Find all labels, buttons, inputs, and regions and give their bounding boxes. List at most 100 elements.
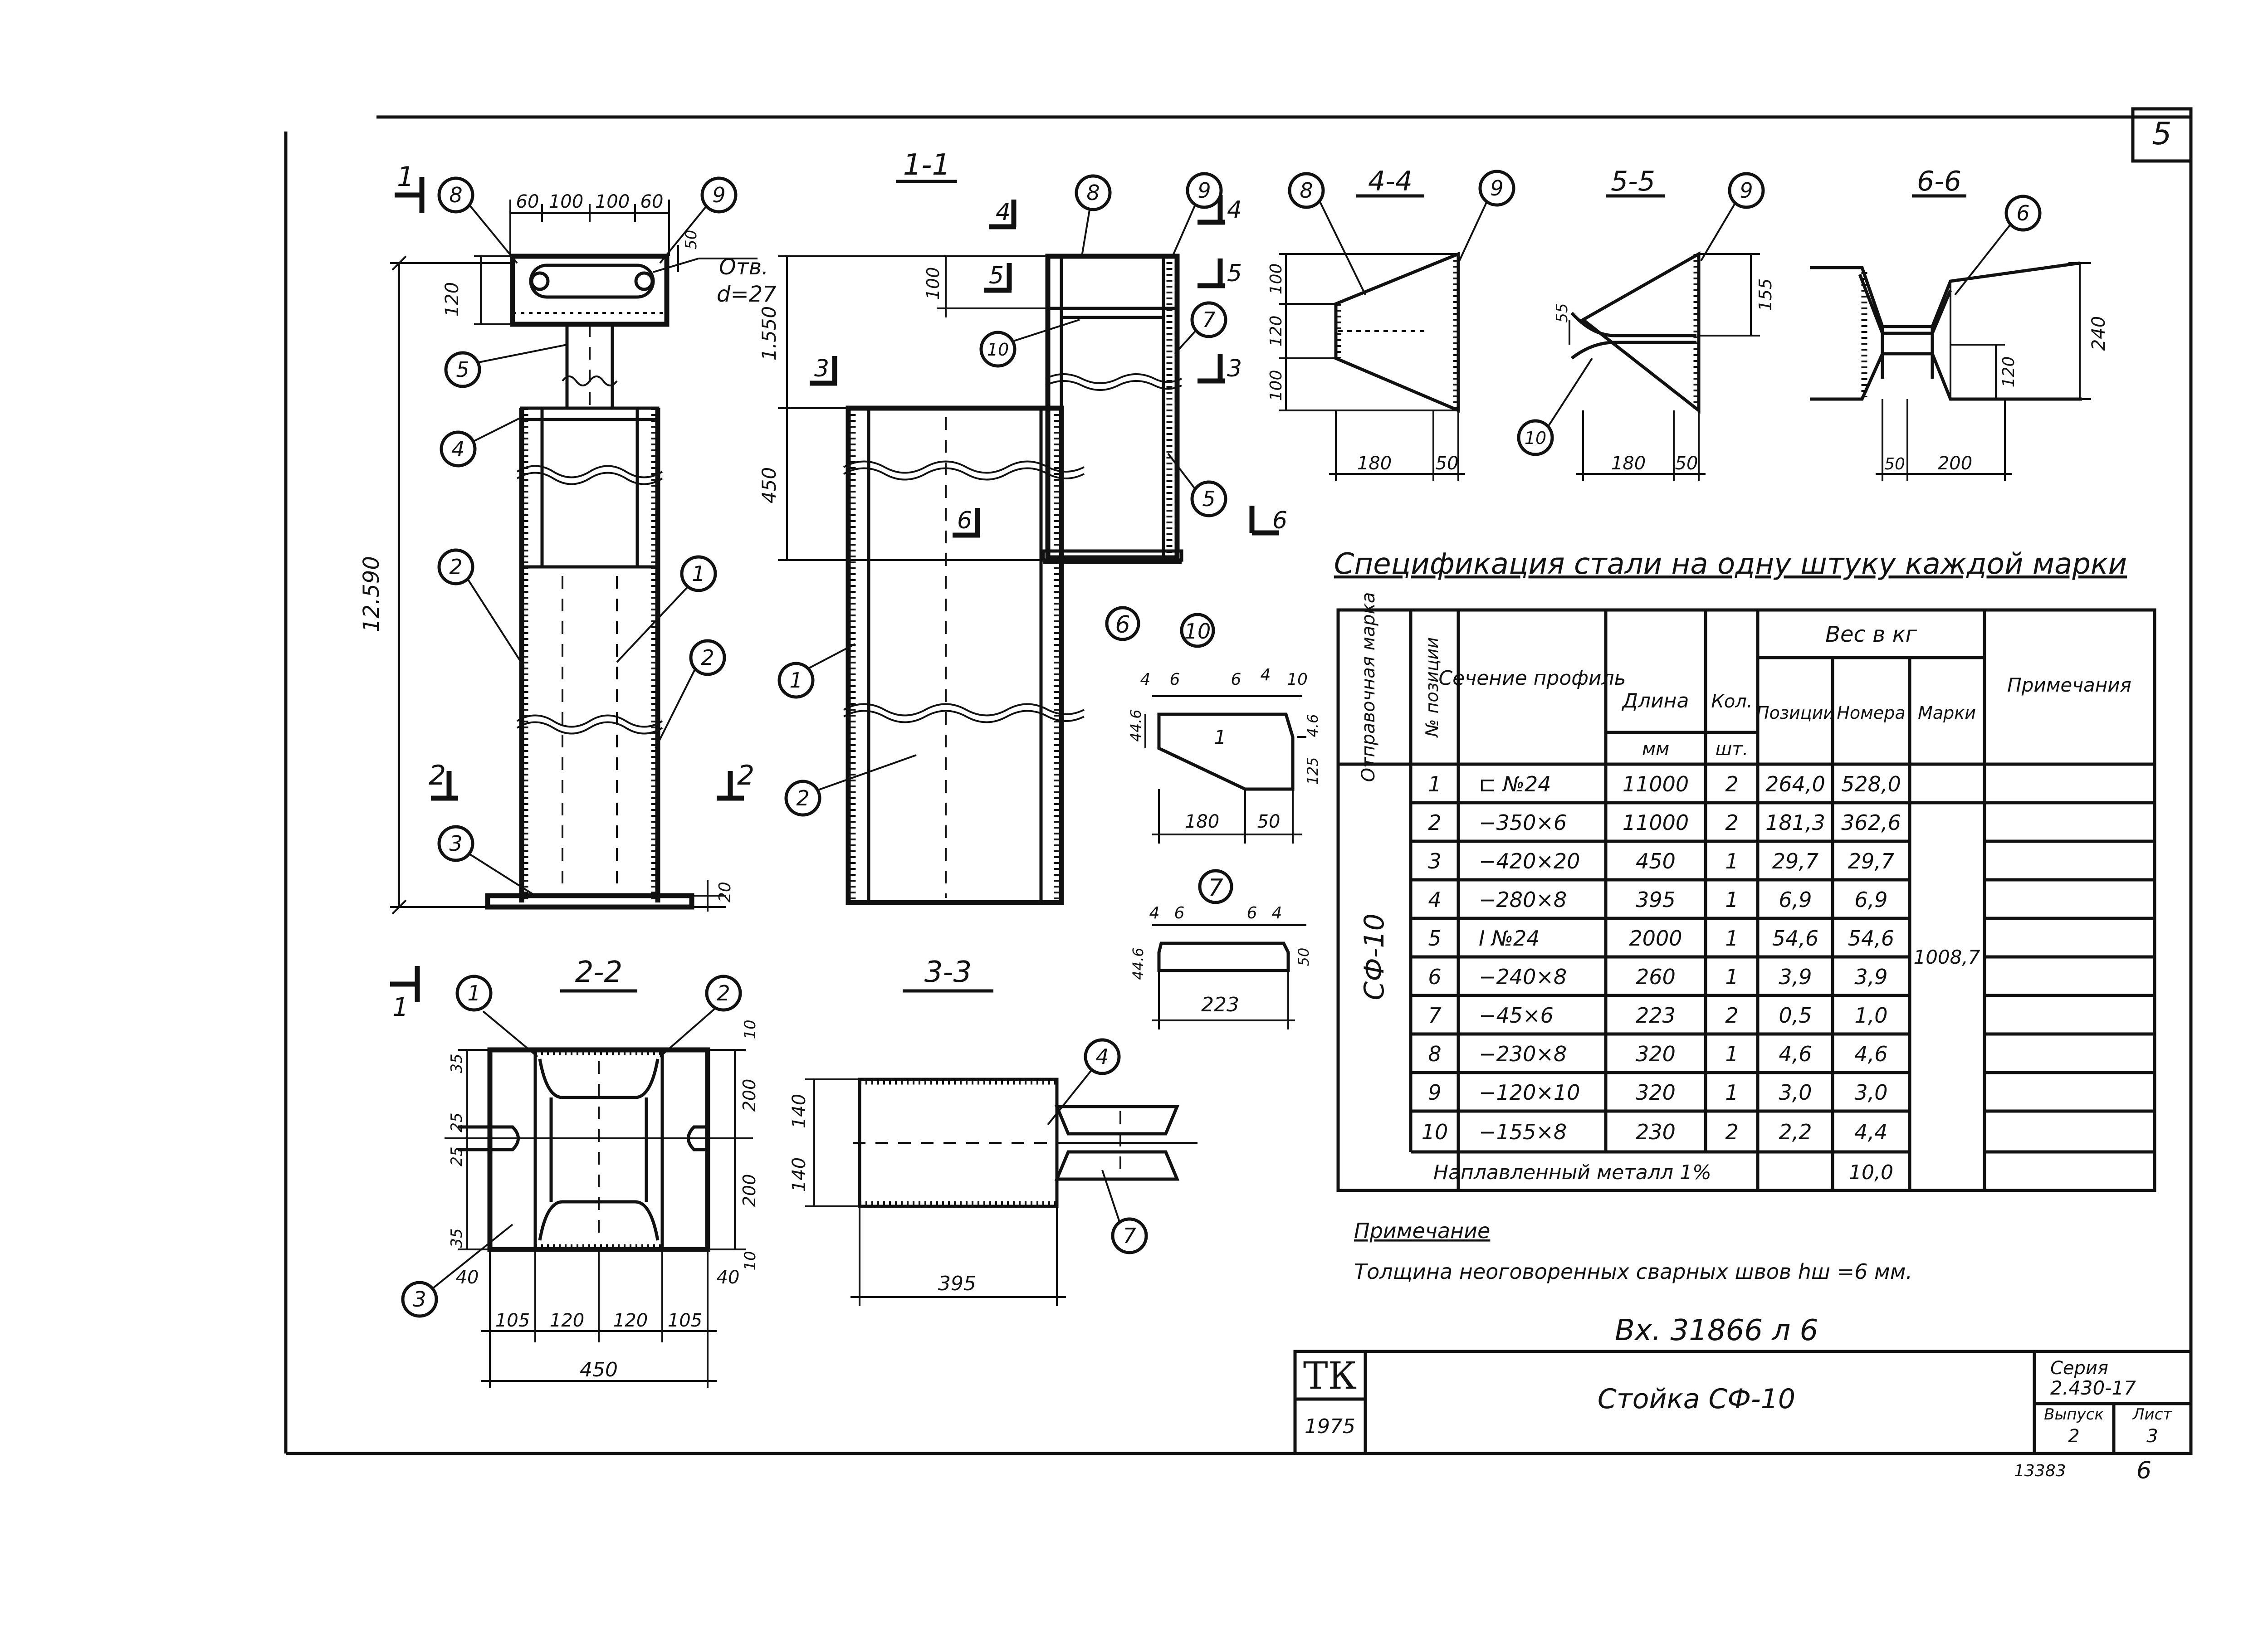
main-top-dim-4: 60 xyxy=(640,191,664,212)
main-elevation xyxy=(390,177,758,915)
tb-series-value: 2.430-17 xyxy=(2050,1377,2136,1399)
detail-7-h1: 44.6 xyxy=(1129,947,1147,980)
detail-7-t4: 4 xyxy=(1272,904,1282,922)
section-2-2-right-4: 10 xyxy=(741,1251,759,1270)
spec-r2-pos: 2 xyxy=(1428,810,1441,835)
section-2-2 xyxy=(390,966,753,1388)
spec-rows: 1 ⊏ №24 11000 2 264,0 528,0 2 −350×6 110… xyxy=(1422,772,1901,1144)
spec-title: Спецификация стали на одну штуку каждой … xyxy=(1334,547,2127,581)
section-2-2-left-2: 25 xyxy=(448,1112,466,1132)
spec-r3-wp: 29,7 xyxy=(1772,849,1818,873)
section-4-4 xyxy=(1279,194,1465,481)
note-text: Толщина неоговоренных сварных швов hш =6… xyxy=(1354,1259,1912,1284)
detail-tag-6: 6 xyxy=(1115,611,1130,639)
balloon-5-main: 5 xyxy=(456,357,469,382)
spec-r1-pos: 1 xyxy=(1428,772,1441,796)
spec-r6-section: −240×8 xyxy=(1479,965,1567,989)
spec-r7-wp: 0,5 xyxy=(1779,1003,1812,1028)
section-4-4-d3: 100 xyxy=(1267,370,1286,401)
section-2-2-left-4: 35 xyxy=(448,1228,466,1248)
spec-weld-value: 10,0 xyxy=(1849,1161,1893,1184)
spec-r8-pos: 8 xyxy=(1428,1042,1441,1066)
detail-tag-10: 10 xyxy=(1184,619,1211,644)
detail-6-10-t3: 6 xyxy=(1231,670,1242,689)
spec-r1-section: ⊏ №24 xyxy=(1479,772,1551,796)
section-5-5-w2: 50 xyxy=(1675,453,1698,474)
spec-r1-length: 11000 xyxy=(1623,772,1689,796)
tb-sheet-label: Лист xyxy=(2132,1405,2172,1424)
page-corner: 6 xyxy=(2136,1457,2151,1484)
balloon-8-s11: 8 xyxy=(1086,180,1100,205)
balloon-9-s55: 9 xyxy=(1740,178,1753,203)
section-1-1-cut3-r: 3 xyxy=(1227,355,1242,382)
spec-r3-section: −420×20 xyxy=(1479,849,1580,873)
detail-7-t1: 4 xyxy=(1149,904,1160,922)
spec-r8-qty: 1 xyxy=(1725,1042,1738,1066)
position-balloon-labels: 8 9 5 4 2 1 2 3 8 9 10 7 5 1 2 8 9 9 10 … xyxy=(413,176,2029,1312)
detail-6-10-h1: 44.6 xyxy=(1127,709,1144,741)
section-1-1-cut3: 3 xyxy=(814,355,829,382)
spec-r5-qty: 1 xyxy=(1725,926,1738,951)
section-3-3-d1: 140 xyxy=(789,1094,810,1128)
section-5-5-d1: 55 xyxy=(1553,303,1571,322)
detail-tag-7: 7 xyxy=(1208,874,1223,902)
spec-h-w-pos: Позиции xyxy=(1756,703,1834,723)
spec-r6-pos: 6 xyxy=(1428,965,1441,989)
section-1-1-cut6-r: 6 xyxy=(1272,507,1287,534)
balloon-10-s11: 10 xyxy=(987,340,1009,360)
balloon-1-s11: 1 xyxy=(789,668,802,693)
section-6-6-d1: 120 xyxy=(1999,356,2018,388)
spec-r10-pos: 10 xyxy=(1422,1120,1448,1144)
spec-r2-wp: 181,3 xyxy=(1765,810,1825,835)
spec-r3-pos: 3 xyxy=(1428,849,1441,873)
spec-h-section: Сечение профиль xyxy=(1438,667,1626,690)
archive-no: 13383 xyxy=(2014,1462,2066,1480)
spec-r9-wn: 3,0 xyxy=(1854,1080,1887,1105)
section-5-5-d2: 155 xyxy=(1755,278,1775,312)
spec-r7-qty: 2 xyxy=(1725,1003,1738,1028)
detail-6-10-t2: 6 xyxy=(1170,670,1180,689)
tb-sheet-value: 3 xyxy=(2146,1426,2158,1447)
balloon-9-main: 9 xyxy=(712,183,725,207)
detail-6-10-h3: 125 xyxy=(1304,757,1321,785)
spec-r4-qty: 1 xyxy=(1725,888,1738,912)
spec-mark-weight: 1008,7 xyxy=(1914,946,1980,968)
main-base-thk: 20 xyxy=(716,882,734,902)
sheet-number: 5 xyxy=(2152,116,2171,152)
tb-year: 1975 xyxy=(1305,1415,1355,1438)
detail-6-10-h2: 4.6 xyxy=(1304,714,1321,737)
spec-mark-value: СФ-10 xyxy=(1359,913,1390,1000)
spec-h-qty-unit: шт. xyxy=(1716,739,1749,760)
tb-series-label: Серия xyxy=(2050,1358,2108,1379)
spec-r4-wn: 6,9 xyxy=(1854,888,1887,912)
section-2-2-left-3: 25 xyxy=(448,1146,466,1166)
balloon-2-s22: 2 xyxy=(717,981,730,1005)
main-top-dim-3: 100 xyxy=(595,191,630,212)
position-balloons xyxy=(401,170,2042,1318)
balloon-2-main-right: 2 xyxy=(701,645,714,670)
section-1-1-cut5: 5 xyxy=(989,262,1004,289)
detail-7-h2: 50 xyxy=(1295,948,1312,966)
spec-r4-section: −280×8 xyxy=(1479,888,1567,912)
spec-r9-length: 320 xyxy=(1636,1080,1676,1105)
detail-7-t2: 6 xyxy=(1174,904,1185,922)
balloon-8-main: 8 xyxy=(449,183,462,207)
sheet-frame xyxy=(284,107,2193,1455)
spec-r2-wn: 362,6 xyxy=(1841,810,1901,835)
balloon-2-s11: 2 xyxy=(796,786,809,810)
detail-6-10-t4: 4 xyxy=(1261,666,1271,684)
spec-r4-pos: 4 xyxy=(1428,888,1441,912)
main-top-dim-2: 100 xyxy=(549,191,583,212)
detail-7 xyxy=(1152,869,1306,1029)
balloon-9-s44: 9 xyxy=(1490,176,1503,200)
spec-r3-wn: 29,7 xyxy=(1848,849,1894,873)
spec-r10-section: −155×8 xyxy=(1479,1120,1567,1144)
section-1-1 xyxy=(778,180,1279,905)
section-4-4-w1: 180 xyxy=(1357,453,1392,474)
section-2-2-bottom-4: 105 xyxy=(668,1310,702,1331)
main-hole-dia: d=27 xyxy=(717,282,777,307)
spec-h-notes: Примечания xyxy=(2007,674,2131,696)
main-hole-label: Отв. xyxy=(719,254,768,280)
balloon-4-main: 4 xyxy=(451,437,464,461)
spec-r5-length: 2000 xyxy=(1629,926,1682,951)
